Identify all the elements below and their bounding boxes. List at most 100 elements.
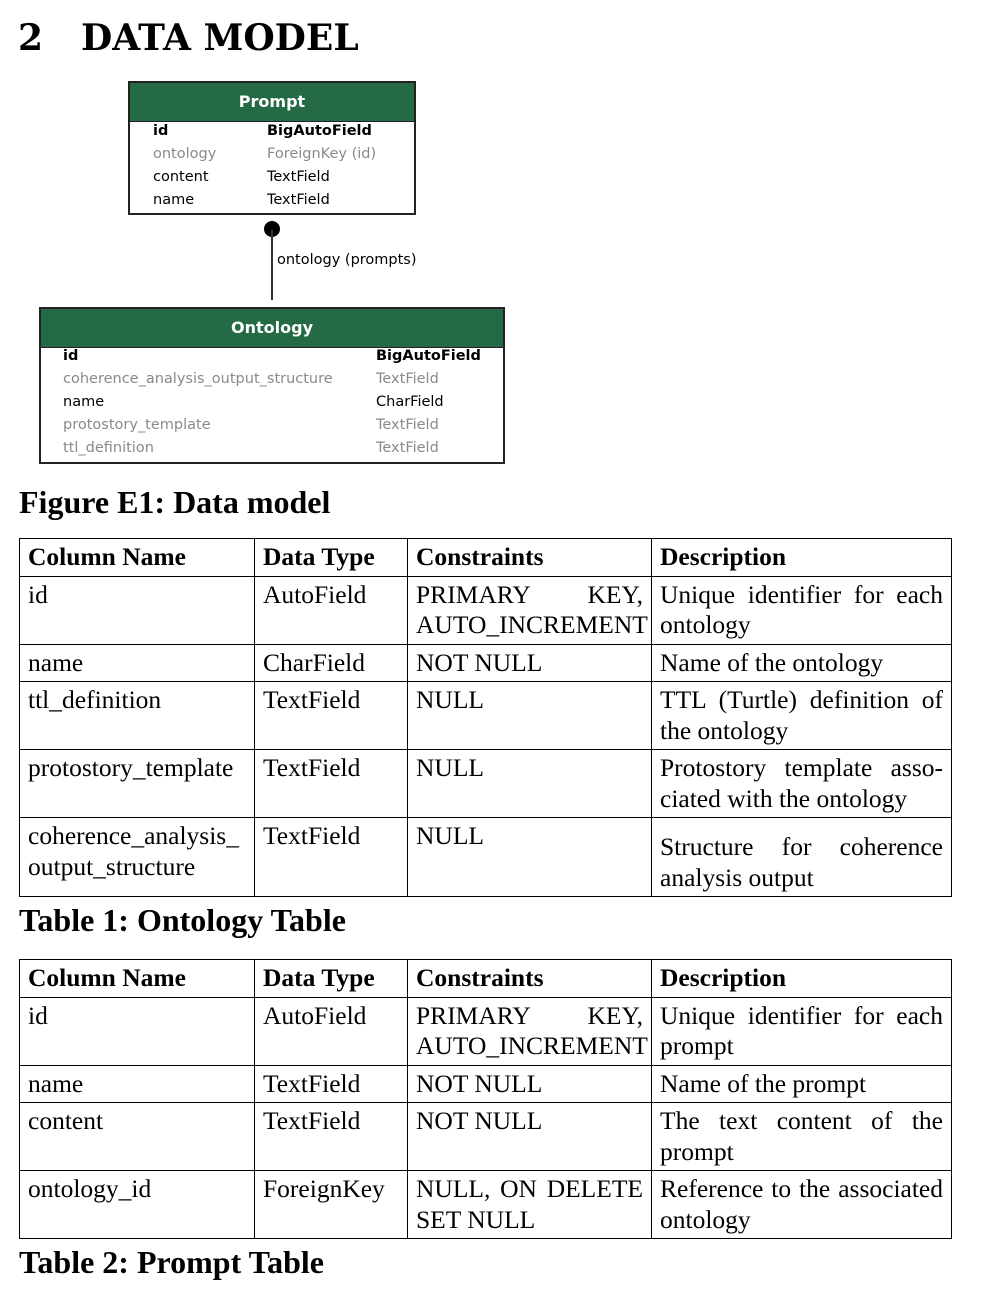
constraint-line: NULL, ON DELETE: [416, 1174, 643, 1203]
ontology-field-row: name CharField: [41, 391, 503, 413]
field-name: ontology: [153, 146, 217, 162]
cell-data-type: CharField: [254, 643, 408, 682]
description-line: TTL (Turtle) definition of: [660, 685, 943, 714]
cell-description: Name of the ontology: [651, 643, 952, 682]
description-line: Reference to the associated: [660, 1174, 943, 1203]
figure-caption: Figure E1: Data model: [19, 484, 331, 520]
description-line: Unique identifier for each: [660, 1000, 943, 1030]
table-row: content TextField NOT NULL The text cont…: [19, 1102, 952, 1171]
description-line: Unique identifier for each: [660, 579, 943, 609]
field-name: name: [63, 394, 105, 410]
field-type: ForeignKey (id): [267, 146, 377, 162]
ontology-field-row: coherence_analysis_output_structure Text…: [41, 368, 503, 390]
field-name: content: [153, 169, 209, 185]
column-header: Description: [651, 538, 952, 577]
table-header-row: Column Name Data Type Constraints Descri…: [19, 538, 952, 577]
table-row: name CharField NOT NULL Name of the onto…: [19, 643, 952, 682]
prompt-field-row: name TextField: [130, 189, 414, 211]
field-type: BigAutoField: [376, 348, 481, 364]
field-type: TextField: [376, 440, 439, 456]
field-type: TextField: [267, 169, 330, 185]
column-header: Constraints: [407, 538, 652, 577]
section-number: 2: [18, 17, 44, 59]
field-name: id: [153, 123, 169, 139]
table-row: name TextField NOT NULL Name of the prom…: [19, 1064, 952, 1103]
prompt-field-row: ontology ForeignKey (id): [130, 143, 414, 165]
field-name: id: [63, 348, 79, 364]
cell-description: The text content of the prompt: [651, 1102, 952, 1171]
constraint-line: PRIMARY KEY,: [416, 579, 643, 609]
ontology-field-row: protostory_template TextField: [41, 414, 503, 436]
table-1-caption: Table 1: Ontology Table: [19, 902, 346, 938]
cell-data-type: AutoField: [254, 996, 408, 1066]
field-name: name: [153, 192, 195, 208]
cell-description: Name of the prompt: [651, 1064, 952, 1103]
relation-line: [271, 230, 273, 300]
description-line: ciated with the ontology: [660, 783, 908, 813]
relation-endpoint-dot-icon: [264, 221, 280, 237]
cell-constraints: NULL: [407, 681, 652, 750]
description-line: ontology: [660, 610, 751, 639]
column-header: Column Name: [19, 538, 255, 577]
description-line: Protostory template asso-: [660, 753, 943, 782]
column-name-line: coherence_analysis_: [28, 821, 239, 850]
cell-column-name: name: [19, 643, 255, 682]
cell-constraints: PRIMARY KEY, AUTO_INCREMENT: [407, 996, 652, 1066]
table-row: ttl_definition TextField NULL TTL (Turtl…: [19, 681, 952, 750]
table-row: ontology_id ForeignKey NULL, ON DELETE S…: [19, 1170, 952, 1239]
description-line: prompt: [660, 1031, 734, 1060]
constraint-line: SET NULL: [416, 1204, 536, 1234]
cell-column-name: name: [19, 1064, 255, 1103]
constraint-line: AUTO_INCREMENT: [416, 610, 648, 639]
cell-data-type: ForeignKey: [254, 1170, 408, 1239]
cell-column-name: coherence_analysis_ output_structure: [19, 817, 255, 897]
field-type: TextField: [376, 417, 439, 433]
column-name-line: output_structure: [28, 851, 196, 881]
field-name: protostory_template: [63, 417, 211, 433]
table-2-caption: Table 2: Prompt Table: [19, 1244, 324, 1280]
table-row: id AutoField PRIMARY KEY, AUTO_INCREMENT…: [19, 996, 952, 1066]
cell-description: Reference to the associated ontology: [651, 1170, 952, 1239]
description-line: prompt: [660, 1136, 734, 1166]
field-type: CharField: [376, 394, 444, 410]
cell-column-name: id: [19, 996, 255, 1066]
table-row: protostory_template TextField NULL Proto…: [19, 749, 952, 818]
table-row: coherence_analysis_ output_structure Tex…: [19, 817, 952, 897]
prompt-field-row: id BigAutoField: [130, 120, 414, 142]
field-name: ttl_definition: [63, 440, 154, 456]
description-line: ontology: [660, 1204, 751, 1234]
cell-column-name: ttl_definition: [19, 681, 255, 750]
column-header: Data Type: [254, 538, 408, 577]
cell-data-type: TextField: [254, 681, 408, 750]
prompt-entity-title: Prompt: [130, 83, 414, 122]
cell-constraints: NULL: [407, 817, 652, 897]
column-header: Data Type: [254, 959, 408, 998]
cell-column-name: protostory_template: [19, 749, 255, 818]
field-name: coherence_analysis_output_structure: [63, 371, 333, 387]
cell-description: Unique identifier for each ontology: [651, 575, 952, 645]
ontology-table: Column Name Data Type Constraints Descri…: [19, 538, 952, 897]
ontology-field-row: ttl_definition TextField: [41, 437, 503, 459]
field-type: TextField: [267, 192, 330, 208]
column-header: Constraints: [407, 959, 652, 998]
constraint-line: PRIMARY KEY,: [416, 1000, 643, 1030]
cell-column-name: id: [19, 575, 255, 645]
cell-data-type: TextField: [254, 817, 408, 897]
cell-constraints: PRIMARY KEY, AUTO_INCREMENT: [407, 575, 652, 645]
cell-constraints: NULL: [407, 749, 652, 818]
cell-constraints: NOT NULL: [407, 1102, 652, 1171]
cell-constraints: NOT NULL: [407, 1064, 652, 1103]
cell-constraints: NULL, ON DELETE SET NULL: [407, 1170, 652, 1239]
ontology-entity-title: Ontology: [41, 309, 503, 348]
relation-label: ontology (prompts): [277, 252, 417, 268]
description-line: Structure for coherence: [660, 832, 943, 861]
prompt-field-row: content TextField: [130, 166, 414, 188]
column-header: Description: [651, 959, 952, 998]
cell-column-name: ontology_id: [19, 1170, 255, 1239]
cell-description: Structure for coherence analysis output: [651, 817, 952, 897]
cell-description: Protostory template asso- ciated with th…: [651, 749, 952, 818]
ontology-entity-box: Ontology id BigAutoField coherence_analy…: [39, 307, 505, 464]
cell-data-type: TextField: [254, 1102, 408, 1171]
column-header: Column Name: [19, 959, 255, 998]
